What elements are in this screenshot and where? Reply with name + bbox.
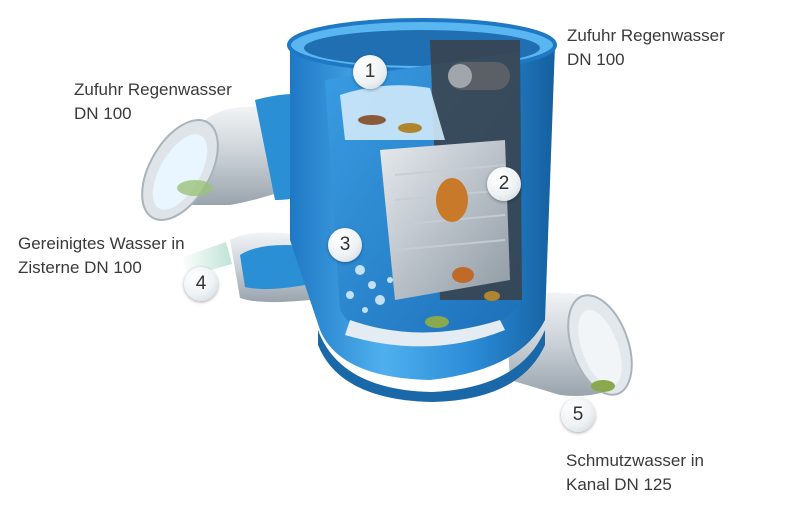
clean-outlet-pipe — [180, 232, 310, 303]
inlet-top-right-label: Zufuhr Regenwasser DN 100 — [567, 24, 725, 72]
badge-4: 4 — [184, 267, 218, 301]
waste-outlet-label: Schmutzwasser in Kanal DN 125 — [566, 449, 704, 497]
clean-outlet-line2: Zisterne DN 100 — [18, 258, 142, 277]
badge-5: 5 — [561, 398, 595, 432]
waste-outlet-line1: Schmutzwasser in — [566, 451, 704, 470]
inlet-top-right-line1: Zufuhr Regenwasser — [567, 26, 725, 45]
inlet-top-right-line2: DN 100 — [567, 50, 625, 69]
clean-outlet-line1: Gereinigtes Wasser in — [18, 234, 185, 253]
inlet-left-line1: Zufuhr Regenwasser — [74, 80, 232, 99]
badge-2: 2 — [487, 167, 521, 201]
clean-outlet-label: Gereinigtes Wasser in Zisterne DN 100 — [18, 232, 185, 280]
filter-tank — [287, 18, 557, 402]
inlet-left-label: Zufuhr Regenwasser DN 100 — [74, 78, 232, 126]
inlet-left-line2: DN 100 — [74, 104, 132, 123]
badge-3: 3 — [328, 228, 362, 262]
waste-outlet-line2: Kanal DN 125 — [566, 475, 672, 494]
badge-1: 1 — [353, 55, 387, 89]
